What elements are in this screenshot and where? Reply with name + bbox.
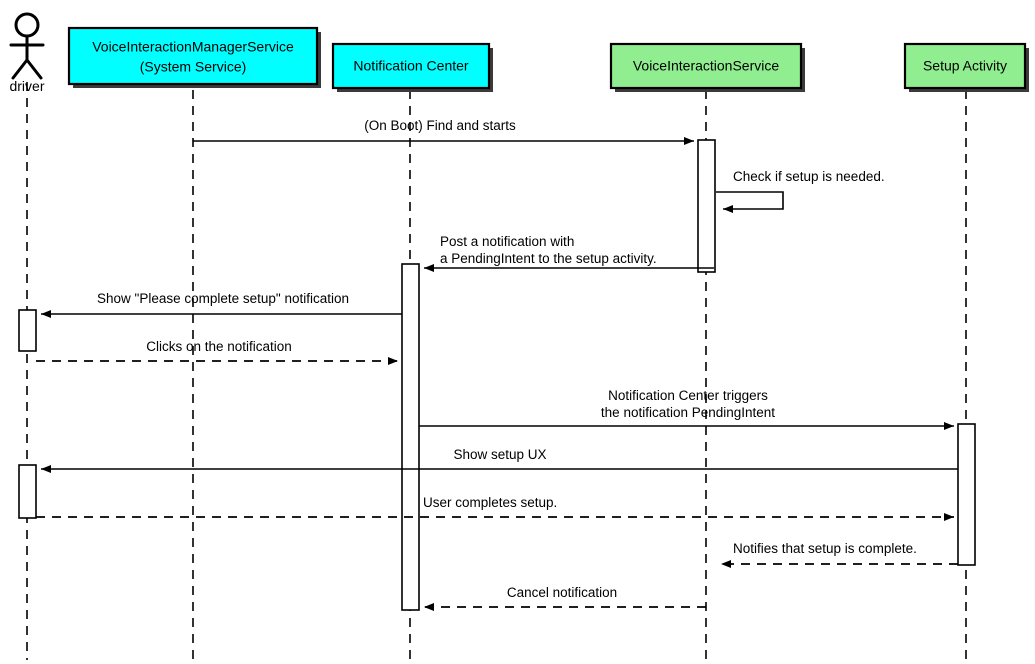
message-label-m6-line1: Notification Center triggers bbox=[608, 388, 768, 403]
participant-label-vims-line2: (System Service) bbox=[140, 59, 247, 75]
message-cancel-notification[interactable]: Cancel notification bbox=[424, 585, 706, 611]
message-label-m3-line1: Post a notification with bbox=[440, 234, 574, 249]
actor-leg-right-icon bbox=[25, 58, 43, 80]
message-show-please-complete-setup-notification[interactable]: Show "Please complete setup" notificatio… bbox=[41, 291, 402, 318]
activation-bar-setup-activity bbox=[957, 423, 976, 566]
participant-box-notification-center[interactable] bbox=[331, 42, 491, 90]
message-clicks-on-the-notification[interactable]: Clicks on the notification bbox=[36, 339, 398, 365]
actor-leg-left-icon bbox=[11, 58, 29, 80]
participant-box-vims[interactable] bbox=[67, 26, 319, 86]
message-label-m1: (On Boot) Find and starts bbox=[364, 118, 516, 133]
activation-bar-notification-center bbox=[401, 263, 420, 611]
message-check-if-setup-is-needed[interactable]: Check if setup is needed. bbox=[716, 169, 885, 213]
message-label-m3-line2: a PendingIntent to the setup activity. bbox=[440, 251, 657, 266]
message-notification-center-triggers-pendingintent[interactable]: Notification Center triggers the notific… bbox=[419, 388, 954, 430]
activation-bar-vis bbox=[697, 139, 716, 273]
message-label-m4: Show "Please complete setup" notificatio… bbox=[97, 291, 349, 306]
message-label-m6-line2: the notification PendingIntent bbox=[601, 405, 775, 420]
message-label-m5: Clicks on the notification bbox=[146, 339, 292, 354]
message-label-m7: Show setup UX bbox=[453, 447, 546, 462]
participant-vims[interactable]: VoiceInteractionManagerService (System S… bbox=[67, 26, 321, 88]
participant-setup-activity[interactable]: Setup Activity bbox=[903, 42, 1029, 92]
participant-box-vis[interactable] bbox=[609, 42, 803, 90]
activation-bars-group bbox=[18, 139, 976, 611]
message-on-boot-find-and-starts[interactable]: (On Boot) Find and starts bbox=[193, 118, 694, 145]
message-arrow-m2-self bbox=[716, 191, 784, 213]
activation-bar-driver-1 bbox=[18, 309, 37, 352]
participant-label-vims-line1: VoiceInteractionManagerService bbox=[92, 39, 294, 55]
actor-head-icon bbox=[14, 12, 40, 38]
participant-driver[interactable]: driver bbox=[9, 12, 45, 94]
activation-bar-driver-2 bbox=[18, 464, 37, 519]
participant-label-setup-activity: Setup Activity bbox=[923, 58, 1007, 74]
message-label-m2: Check if setup is needed. bbox=[733, 169, 885, 184]
message-post-a-notification[interactable]: Post a notification with a PendingIntent… bbox=[424, 234, 714, 272]
participant-label-driver: driver bbox=[9, 78, 44, 94]
message-label-m8: User completes setup. bbox=[423, 495, 557, 510]
participant-notification-center[interactable]: Notification Center bbox=[331, 42, 493, 92]
message-label-m10: Cancel notification bbox=[507, 585, 617, 600]
participant-label-notification-center: Notification Center bbox=[353, 58, 469, 74]
message-notifies-that-setup-is-complete[interactable]: Notifies that setup is complete. bbox=[721, 541, 958, 568]
message-show-setup-ux[interactable]: Show setup UX bbox=[41, 447, 958, 473]
lifelines-group bbox=[26, 82, 967, 660]
participant-label-vis: VoiceInteractionService bbox=[633, 58, 780, 74]
message-label-m9: Notifies that setup is complete. bbox=[733, 541, 917, 556]
participant-vis[interactable]: VoiceInteractionService bbox=[609, 42, 805, 92]
participant-box-setup-activity[interactable] bbox=[903, 42, 1027, 90]
message-user-completes-setup[interactable]: User completes setup. bbox=[36, 495, 954, 521]
